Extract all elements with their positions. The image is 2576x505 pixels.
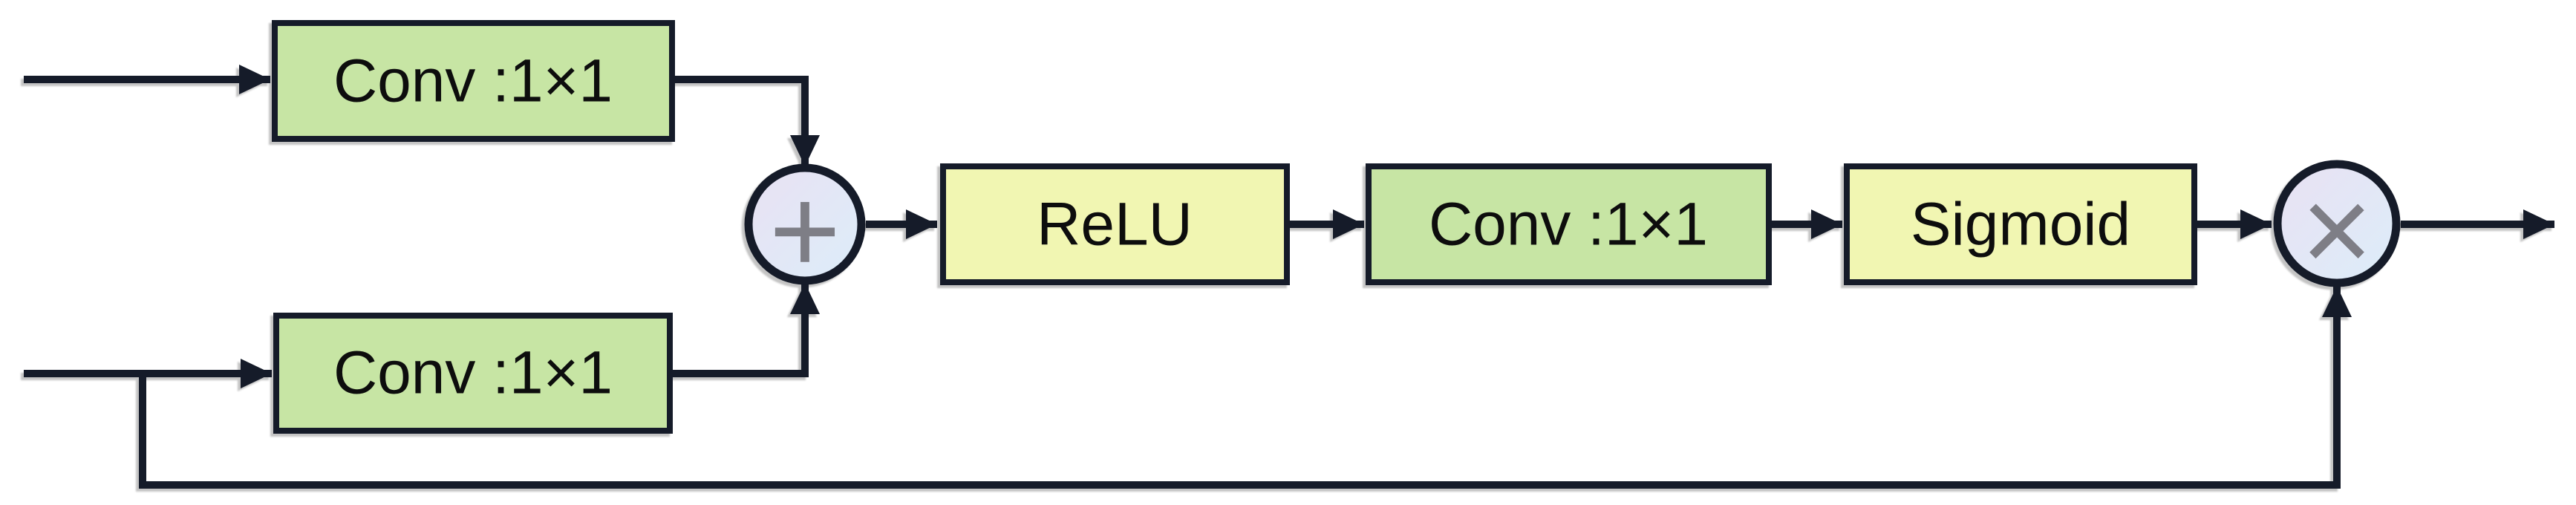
relu-label: ReLU (1037, 191, 1193, 258)
conv-mid-label: Conv :1×1 (1429, 191, 1708, 258)
labels: Conv :1×1 Conv :1×1 ReLU Conv :1×1 Sigmo… (333, 48, 2373, 407)
skip-connection-line (139, 286, 2352, 489)
connector-convtop-to-add (672, 76, 820, 166)
multiply-symbol: × (2301, 161, 2373, 298)
conv-bottom-block (273, 313, 673, 434)
conv-bottom-label: Conv :1×1 (333, 339, 613, 407)
relu-block (940, 163, 1290, 285)
conv-top-label: Conv :1×1 (333, 48, 613, 115)
sigmoid-label: Sigmoid (1911, 191, 2130, 258)
multiply-node (2273, 160, 2401, 287)
conv-mid-block (1366, 163, 1772, 285)
add-node (744, 163, 866, 285)
connector-convbottom-to-add (670, 283, 820, 377)
conv-top-block (272, 20, 675, 142)
add-symbol: + (769, 162, 841, 299)
sigmoid-block (1844, 163, 2197, 285)
